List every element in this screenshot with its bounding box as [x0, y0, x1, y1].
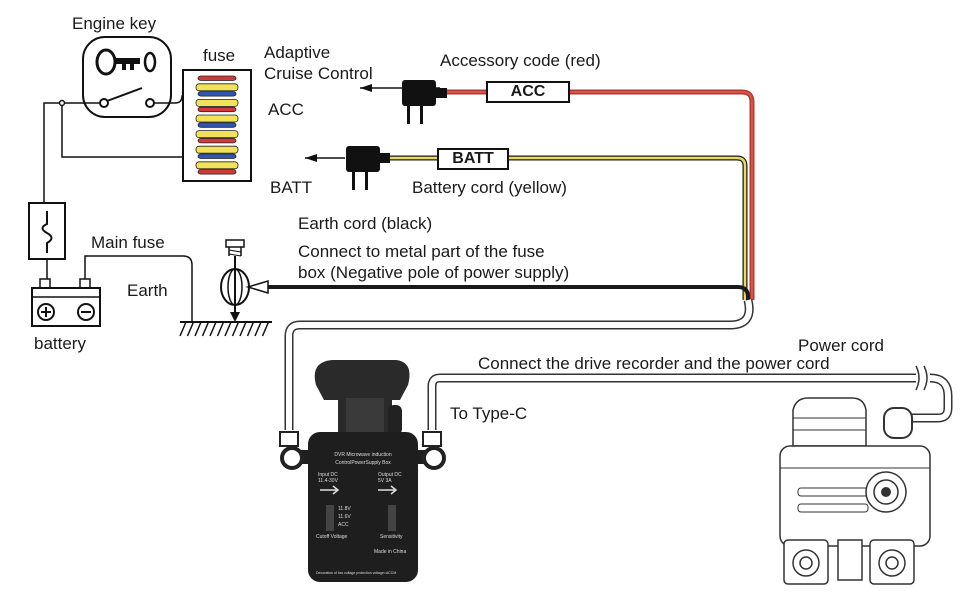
ground-tick [179, 321, 187, 337]
ground-tick [201, 321, 210, 337]
label-connect-recorder: Connect the drive recorder and the power… [478, 354, 830, 373]
drive-recorder [779, 397, 931, 585]
ground-tick [239, 321, 247, 337]
label-connect-metal: Connect to metal part of the fuse box (N… [298, 242, 570, 282]
fuse-blade [195, 83, 239, 92]
fuse-blade [195, 130, 239, 139]
fuse-blade [197, 75, 237, 81]
box-title-2: ControlPowerSupply Box [335, 460, 391, 466]
box-v1: 11.8V [338, 506, 351, 512]
ground-tick [261, 321, 270, 337]
ground-tick [246, 321, 255, 337]
label-to-type-c: To Type-C [450, 404, 528, 423]
box-input-v: 11.4-30V [318, 478, 339, 484]
label-battery-cord: Battery cord (yellow) [412, 178, 567, 197]
fuse-blade [197, 137, 237, 144]
label-batt: BATT [270, 178, 313, 197]
label-acc: ACC [268, 100, 304, 119]
acc-tag: ACC [486, 81, 570, 103]
fuse-blade [195, 99, 239, 107]
box-v3: ACC [338, 522, 349, 528]
batt-fuse-tap [346, 146, 390, 190]
ground-tick [194, 321, 202, 337]
ground-tick [209, 321, 217, 337]
label-accessory-code: Accessory code (red) [440, 51, 601, 70]
box-made-in: Made in China [374, 549, 406, 555]
earth-bolt-icon [220, 239, 269, 322]
ground-icon [179, 321, 272, 337]
fuse-blade [197, 153, 237, 159]
label-fuse: fuse [203, 46, 236, 65]
fuse-blade [195, 145, 239, 154]
fuse-blade [195, 114, 239, 123]
label-main-fuse: Main fuse [91, 233, 165, 252]
box-output: Output DC [378, 472, 402, 478]
black-earth-wire [265, 285, 750, 305]
label-adaptive-cruise: Adaptive Cruise Control [264, 43, 373, 83]
label-earth: Earth [127, 281, 168, 300]
fuse-blade [195, 161, 239, 170]
batt-tag: BATT [437, 148, 509, 170]
fuse-blade [197, 106, 237, 113]
box-sens: Sensitivity [380, 534, 403, 540]
power-supply-box [279, 360, 446, 582]
box-footer: Decoration of low voltage protection vol… [316, 571, 396, 575]
ground-tick [186, 321, 195, 337]
box-input: Input DC [318, 472, 338, 478]
box-title-1: DVR Microwave induction [334, 452, 391, 458]
label-battery: battery [34, 334, 86, 353]
fuse-blade [197, 91, 237, 97]
label-power-cord: Power cord [798, 336, 884, 355]
battery-icon [31, 278, 101, 327]
label-earth-cord: Earth cord (black) [298, 214, 433, 233]
ground-tick [254, 321, 262, 337]
ground-tick [216, 321, 225, 337]
label-engine-key: Engine key [72, 14, 157, 33]
ground-tick [231, 321, 240, 337]
ground-tick [224, 321, 232, 337]
box-cutoff: Cutoff Voltage [316, 534, 348, 540]
fuse-blade [197, 122, 237, 128]
acc-fuse-tap [402, 80, 447, 124]
fuse-blade [197, 169, 237, 175]
engine-key-icon [82, 36, 172, 118]
main-fuse-icon [28, 202, 66, 282]
box-output-v: 5V 3A [378, 478, 392, 484]
box-v2: 11.6V [338, 514, 351, 520]
